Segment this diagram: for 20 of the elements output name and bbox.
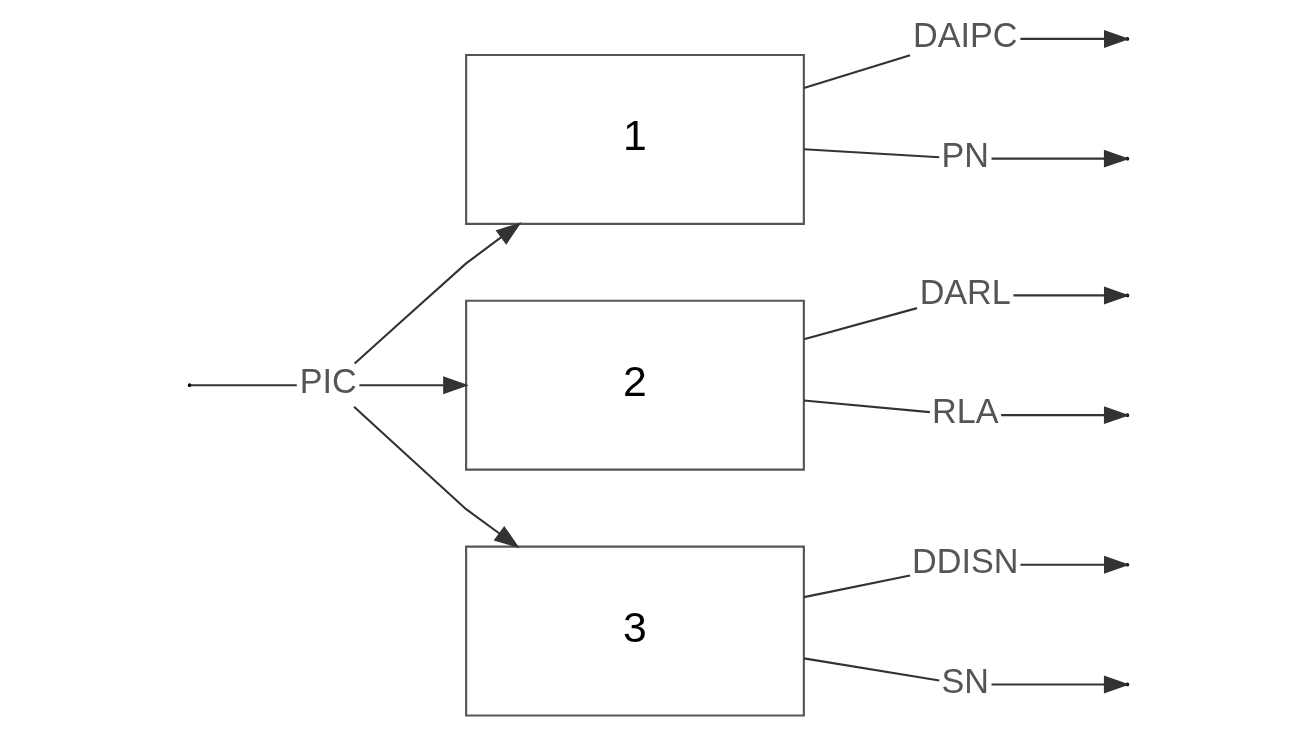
connector bbox=[803, 306, 917, 340]
node-box: 1 bbox=[464, 53, 805, 225]
connector bbox=[190, 383, 297, 386]
connector bbox=[803, 398, 930, 413]
node-box: 2 bbox=[464, 299, 805, 471]
node-text: PN bbox=[940, 135, 989, 174]
node-box: 3 bbox=[464, 545, 805, 717]
connector bbox=[803, 574, 910, 598]
connector bbox=[803, 147, 939, 158]
node-text: DDISN bbox=[911, 541, 1018, 580]
node-text: DAIPC bbox=[912, 15, 1017, 54]
arrow bbox=[358, 375, 469, 394]
node-text: SN bbox=[940, 661, 989, 700]
node-text: PIC bbox=[299, 361, 357, 400]
arrow bbox=[353, 221, 521, 364]
connector bbox=[803, 656, 939, 682]
node-text: DARL bbox=[919, 272, 1011, 311]
arrow bbox=[352, 405, 520, 548]
connector bbox=[803, 53, 910, 89]
node-text: RLA bbox=[931, 391, 998, 430]
